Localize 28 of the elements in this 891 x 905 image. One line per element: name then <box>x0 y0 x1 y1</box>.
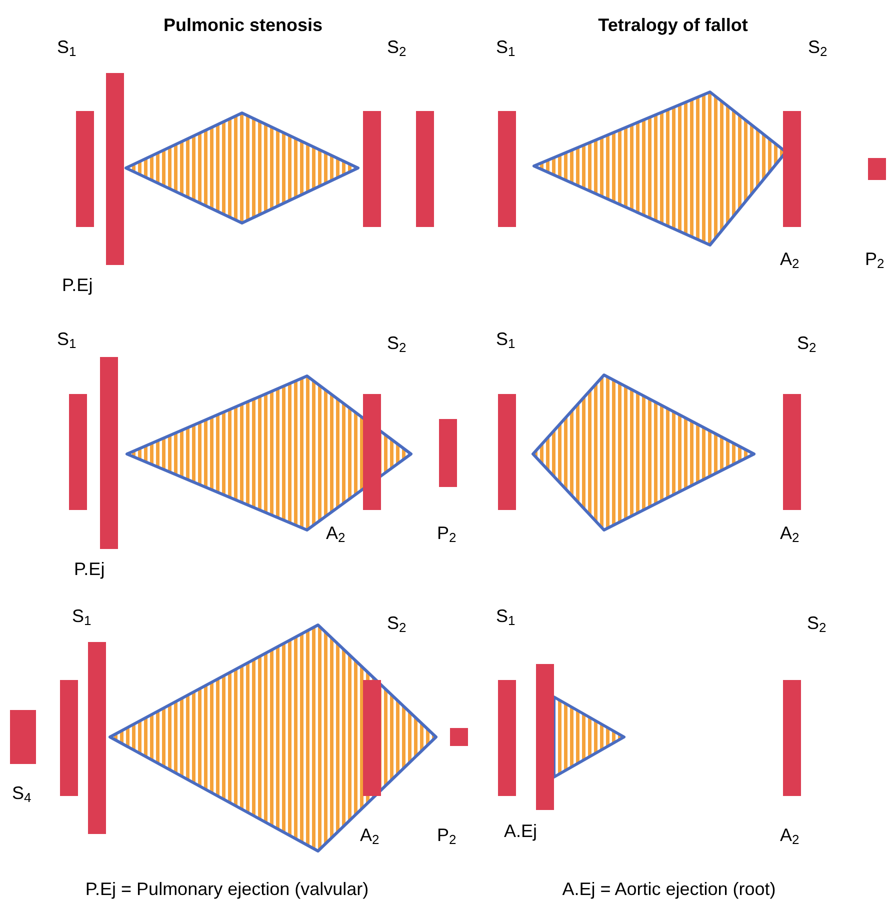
sound-label: A.Ej <box>504 820 538 843</box>
sound-label: S$_{2}$ <box>807 612 826 637</box>
sound-label: S$_{1}$ <box>72 605 92 630</box>
abbreviation-note: P.Ej = Pulmonary ejection (valvular) <box>85 878 369 901</box>
sound-label: S$_{1}$ <box>496 605 516 630</box>
sound-label: A$_{2}$ <box>780 824 800 849</box>
sound-label: S$_{2}$ <box>797 332 816 357</box>
sound-label: S$_{2}$ <box>387 612 406 637</box>
panel-heading: Pulmonic stenosis <box>163 14 323 37</box>
abbreviation-note: A.Ej = Aortic ejection (root) <box>562 878 776 901</box>
sound-label: P.Ej <box>62 274 93 297</box>
sound-label: S$_{1}$ <box>57 36 76 61</box>
sound-label: A$_{2}$ <box>326 522 346 547</box>
sound-label: S$_{2}$ <box>387 36 406 61</box>
sound-label: S$_{2}$ <box>387 332 406 357</box>
sound-label: P.Ej <box>74 558 105 581</box>
sound-label: S$_{1}$ <box>57 328 76 353</box>
sound-label: S$_{2}$ <box>808 36 828 61</box>
sound-label: S$_{1}$ <box>496 36 516 61</box>
sound-label: A$_{2}$ <box>360 824 380 849</box>
panel-heading: Tetralogy of fallot <box>598 14 748 37</box>
sound-label: A$_{2}$ <box>780 522 800 547</box>
sound-label: P$_{2}$ <box>865 248 884 273</box>
sound-label: A$_{2}$ <box>780 248 800 273</box>
sound-label: P$_{2}$ <box>437 824 456 849</box>
sound-label: S$_{1}$ <box>496 328 516 353</box>
sound-label: P$_{2}$ <box>437 522 456 547</box>
sound-label: S$_{4}$ <box>12 782 32 807</box>
